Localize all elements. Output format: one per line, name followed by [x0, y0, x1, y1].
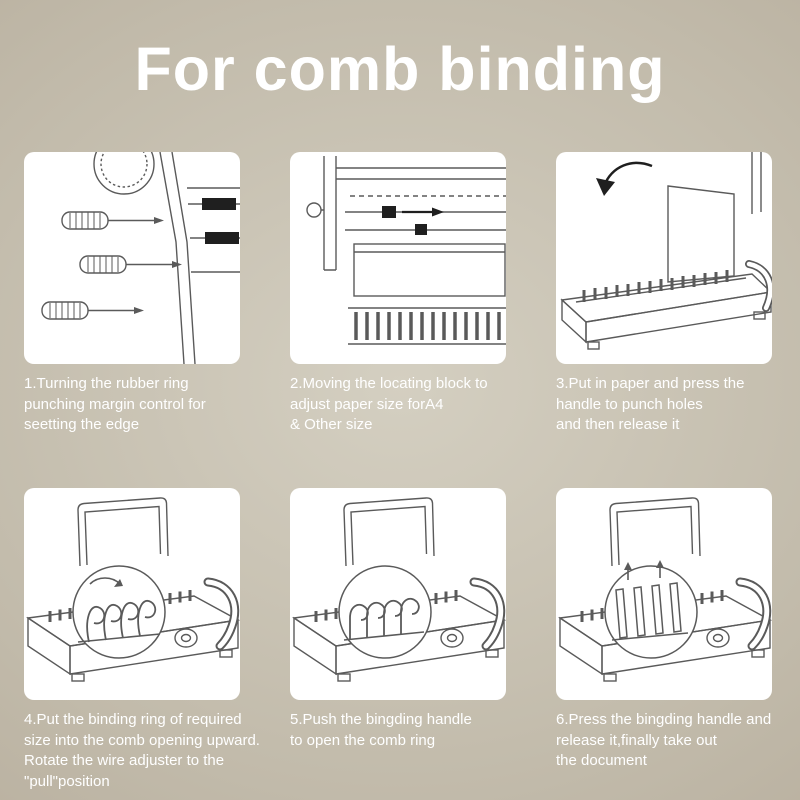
step-3: 3.Put in paper and press the handle to p… — [556, 152, 772, 436]
step-2-panel — [290, 152, 506, 364]
insert-binding-ring-illustration — [24, 488, 240, 700]
locating-block — [382, 206, 396, 218]
comb-ring-open-detail — [343, 597, 425, 641]
step-6: 6.Press the bingding handle and release … — [556, 488, 772, 793]
step-2-caption: 2.Moving the locating block to adjust pa… — [290, 375, 488, 434]
step-5-caption: 5.Push the bingding handle to open the c… — [290, 711, 472, 749]
magnifier-circle — [72, 565, 166, 659]
step-2: 2.Moving the locating block to adjust pa… — [290, 152, 506, 436]
locating-block-secondary — [415, 224, 427, 235]
step-1: 1.Turning the rubber ring punching margi… — [24, 152, 240, 436]
step-6-panel — [556, 488, 772, 701]
document-out-detail — [611, 560, 689, 641]
punch-paper-illustration — [560, 152, 772, 350]
margin-control-knobs-illustration — [41, 152, 240, 364]
step-1-caption: 1.Turning the rubber ring punching margi… — [24, 375, 206, 434]
step-6-caption: 6.Press the bingding handle and release … — [556, 711, 772, 770]
punch-selector-block — [202, 198, 236, 210]
step-3-panel — [556, 152, 772, 364]
step-5-panel — [290, 488, 506, 701]
step-3-caption: 3.Put in paper and press the handle to p… — [556, 375, 745, 434]
paper-sheet — [667, 185, 735, 283]
comb-ring-closed-detail — [77, 577, 161, 643]
locating-block-illustration — [306, 156, 506, 345]
step-4-caption: 4.Put the binding ring of required size … — [24, 711, 260, 791]
press-down-arrow — [596, 161, 653, 196]
step-4: 4.Put the binding ring of required size … — [24, 488, 260, 793]
step-4-panel — [24, 488, 240, 701]
step-5: 5.Push the bingding handle to open the c… — [290, 488, 506, 793]
punch-selector-block — [205, 232, 239, 244]
move-right-arrow — [402, 207, 444, 217]
step-1-panel — [24, 152, 240, 364]
take-out-document-illustration — [556, 488, 772, 700]
page-title: For comb binding — [134, 35, 666, 103]
steps-grid: 1.Turning the rubber ring punching margi… — [24, 152, 772, 793]
open-comb-ring-illustration — [290, 488, 506, 700]
